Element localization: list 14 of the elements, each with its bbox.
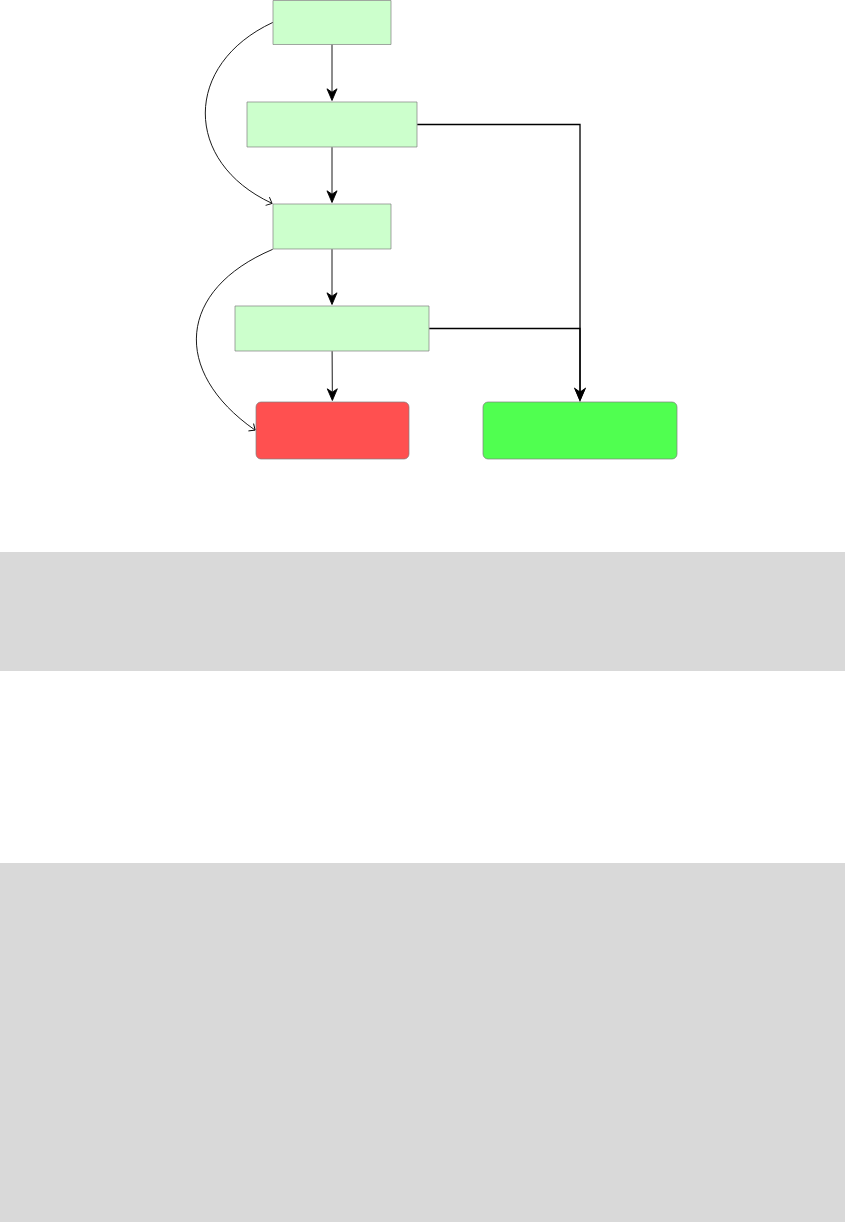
arrow (326, 44, 338, 101)
arrow (326, 350, 338, 401)
arrow (204, 22, 274, 206)
shaded-band (0, 863, 845, 1222)
process-box (272, 203, 392, 250)
arrow (196, 248, 274, 432)
rounded-box (255, 401, 410, 460)
rounded-box (482, 401, 678, 460)
arrow (326, 248, 338, 305)
shaded-band (0, 552, 845, 671)
arrow (326, 146, 338, 203)
process-box (246, 101, 418, 148)
process-box (234, 305, 430, 352)
process-box (272, 0, 392, 45)
